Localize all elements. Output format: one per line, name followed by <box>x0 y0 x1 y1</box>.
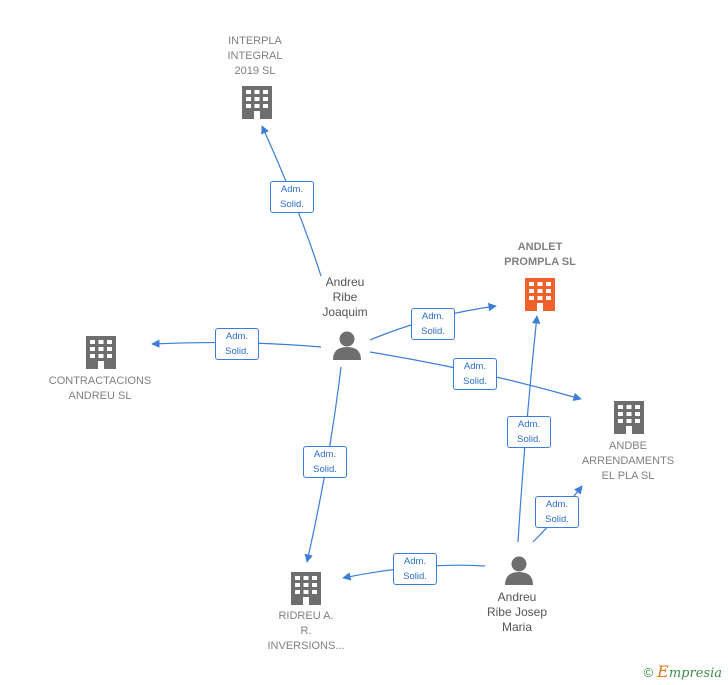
copyright-symbol: © <box>643 665 654 680</box>
person-name-line: Joaquim <box>322 305 368 319</box>
relation-role: Adm. <box>313 449 337 460</box>
company-label-andlet[interactable]: ANDLET PROMPLA SL <box>488 240 592 270</box>
relation-badge[interactable]: Adm. Solid. <box>270 181 314 213</box>
relation-badge[interactable]: Adm. Solid. <box>507 416 551 448</box>
person-name-line: Andreu <box>325 275 365 289</box>
company-label-interpla[interactable]: INTERPLA INTEGRAL 2019 SL <box>207 34 303 79</box>
relation-role: Adm. <box>280 184 304 195</box>
relation-role: Adm. <box>545 499 569 510</box>
relation-type: Solid. <box>421 326 445 337</box>
relation-type: Solid. <box>463 376 487 387</box>
company-name-line: ANDLET <box>517 241 563 253</box>
person-name-line: Ribe <box>332 290 358 304</box>
company-label-andbe[interactable]: ANDBE ARRENDAMENTS EL PLA SL <box>572 439 684 484</box>
building-icon[interactable] <box>86 336 116 369</box>
company-name-line: RIDREU A. <box>278 610 334 622</box>
person-label-josep[interactable]: Andreu Ribe Josep Maria <box>472 590 562 635</box>
relation-role: Adm. <box>463 361 487 372</box>
person-name-line: Maria <box>501 620 532 634</box>
relation-badge[interactable]: Adm. Solid. <box>411 308 455 340</box>
relation-role: Adm. <box>517 419 541 430</box>
person-icon[interactable] <box>505 556 533 586</box>
brand-initial: E <box>657 662 669 681</box>
company-name-line: ARRENDAMENTS <box>581 455 675 467</box>
building-icon[interactable] <box>614 401 644 434</box>
company-label-contractacions[interactable]: CONTRACTACIONS ANDREU SL <box>38 374 162 404</box>
company-name-line: INTEGRAL <box>227 50 283 62</box>
person-name-line: Ribe Josep <box>486 605 548 619</box>
relation-type: Solid. <box>280 199 304 210</box>
building-icon[interactable] <box>525 278 555 311</box>
relation-badge[interactable]: Adm. Solid. <box>453 358 497 390</box>
building-icon[interactable] <box>242 86 272 119</box>
company-name-line: EL PLA SL <box>601 470 655 482</box>
relation-badge[interactable]: Adm. Solid. <box>535 496 579 528</box>
relation-type: Solid. <box>313 464 337 475</box>
company-name-line: ANDBE <box>609 440 647 452</box>
building-icon[interactable] <box>291 572 321 605</box>
company-name-line: PROMPLA SL <box>504 256 576 268</box>
relation-type: Solid. <box>403 571 427 582</box>
relation-badge[interactable]: Adm. Solid. <box>393 553 437 585</box>
company-label-ridreu[interactable]: RIDREU A. R. INVERSIONS... <box>251 609 361 654</box>
relation-badge[interactable]: Adm. Solid. <box>215 328 259 360</box>
relation-role: Adm. <box>225 331 249 342</box>
person-name-line: Andreu <box>497 590 537 604</box>
relation-type: Solid. <box>225 346 249 357</box>
relation-badge[interactable]: Adm. Solid. <box>303 446 347 478</box>
relation-type: Solid. <box>517 434 541 445</box>
company-name-line: INTERPLA <box>228 35 282 47</box>
company-name-line: INVERSIONS... <box>267 640 345 652</box>
company-name-line: CONTRACTACIONS <box>48 375 152 387</box>
person-icon[interactable] <box>333 331 361 361</box>
company-name-line: 2019 SL <box>234 65 276 77</box>
company-name-line: ANDREU SL <box>68 390 132 402</box>
relation-role: Adm. <box>403 556 427 567</box>
person-label-joaquim[interactable]: Andreu Ribe Joaquim <box>305 275 385 320</box>
brand-name: mpresia <box>668 666 722 681</box>
relation-type: Solid. <box>545 514 569 525</box>
empresia-logo[interactable]: ©Empresia <box>644 662 722 681</box>
company-name-line: R. <box>300 625 312 637</box>
relation-role: Adm. <box>421 311 445 322</box>
